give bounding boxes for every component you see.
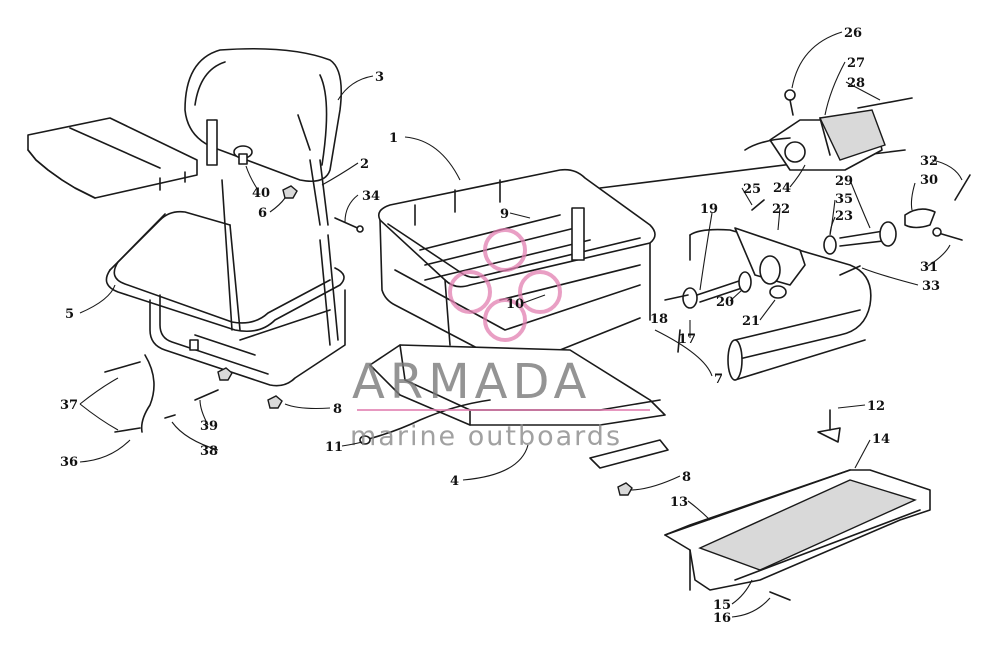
callout-8-seat: 8 [333,402,342,417]
callout-3: 3 [375,70,384,85]
spring-19 [682,279,746,309]
callout-26: 26 [844,26,862,41]
callout-7: 7 [714,372,723,387]
tray-panel [27,117,198,199]
callout-24: 24 [773,181,791,196]
washer-20 [738,271,752,293]
tail-light [744,109,886,171]
pin-31 [932,227,963,241]
callout-21: 21 [742,314,760,329]
backrest [184,47,343,226]
callout-8-bracket: 8 [682,470,691,485]
bolt-18 [664,294,689,353]
watermark-logo [448,228,562,342]
callout-15: 15 [713,598,731,613]
callout-1: 1 [389,131,398,146]
nut-8-lower [267,395,283,409]
bolt-25 [751,199,765,211]
callout-16: 16 [713,611,731,626]
rivet-16 [769,591,791,601]
callout-18: 18 [650,312,668,327]
bracket-small [589,439,669,496]
callout-37: 37 [60,398,78,413]
axle-29 [839,221,897,247]
bolt-28 [857,97,913,109]
callout-32: 32 [920,154,938,169]
bolt-33 [839,265,861,276]
washer-23 [823,235,837,255]
callout-12: 12 [867,399,885,414]
callout-10: 10 [506,297,524,312]
knob-40 [233,145,253,165]
callout-31: 31 [920,260,938,275]
wire-11 [359,399,491,445]
callout-17: 17 [678,332,696,347]
watermark-brand: ARMADA [352,354,591,410]
hitch-bracket [734,227,806,286]
callout-40: 40 [252,186,270,201]
callout-28: 28 [847,76,865,91]
watermark-tagline: marine outboards [350,421,622,452]
callout-20: 20 [716,295,734,310]
callout-29: 29 [835,174,853,189]
callout-35: 35 [835,192,853,207]
callout-13: 13 [670,495,688,510]
callout-11: 11 [325,440,343,455]
callout-4: 4 [450,474,459,489]
clevis-30 [904,208,936,229]
callout-labels: 1 2 3 4 5 6 7 8 8 9 10 11 12 13 14 15 16… [60,26,940,626]
callout-6: 6 [258,206,267,221]
leader-lines [79,31,963,618]
callout-14: 14 [872,432,890,447]
callout-36: 36 [60,455,78,470]
strap-assembly [104,354,233,433]
seat-frame [105,179,346,387]
nut-6 [282,185,298,199]
clip-12 [817,409,841,443]
callout-39: 39 [200,419,218,434]
bolt-34 [334,217,364,233]
bumper-tube [599,149,906,381]
callout-23: 23 [835,209,853,224]
grommet-26 [784,89,796,116]
callout-38: 38 [200,444,218,459]
callout-30: 30 [920,173,938,188]
callout-19: 19 [700,202,718,217]
bushing-21 [769,285,787,299]
footrest-mat [664,469,931,591]
callout-22: 22 [772,202,790,217]
callout-27: 27 [847,56,865,71]
callout-5: 5 [65,307,74,322]
callout-25: 25 [743,182,761,197]
callout-33: 33 [922,279,940,294]
callout-2: 2 [360,157,369,172]
callout-9: 9 [500,207,509,222]
pin-32 [954,174,971,201]
callout-34: 34 [362,189,380,204]
